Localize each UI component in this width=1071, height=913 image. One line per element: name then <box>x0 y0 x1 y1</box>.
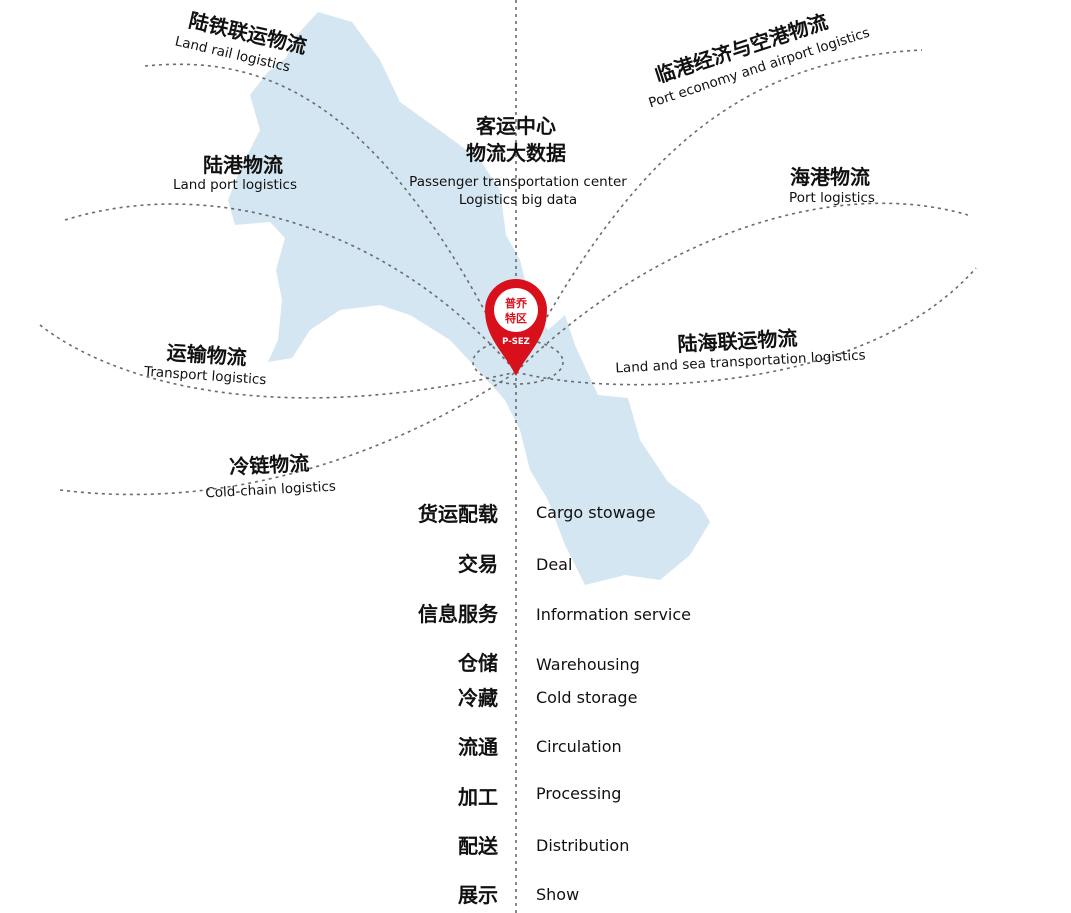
service-en-9: Show <box>536 885 579 904</box>
cold-chain-cn: 冷链物流 <box>229 451 310 479</box>
region-map-shape <box>228 12 710 585</box>
location-pin-icon: 普乔 特区 P-SEZ <box>485 279 547 376</box>
arc-seaport <box>515 202 969 373</box>
pin-label-cn-1: 普乔 <box>505 296 528 310</box>
service-cn-6: 流通 <box>458 735 498 759</box>
arc-transport <box>39 324 517 399</box>
land-port-cn: 陆港物流 <box>203 153 283 177</box>
seaport-en: Port logistics <box>789 190 875 206</box>
services-list: 货运配载 Cargo stowage 交易 Deal 信息服务 Informat… <box>418 502 691 907</box>
service-en-2: Deal <box>536 555 572 574</box>
service-cn-1: 货运配载 <box>418 502 498 526</box>
service-en-3: Information service <box>536 605 691 624</box>
service-cn-9: 展示 <box>458 883 498 907</box>
service-en-4: Warehousing <box>536 655 640 674</box>
center-title-en-1: Passenger transportation center <box>409 174 627 190</box>
arc-land-rail <box>144 63 517 373</box>
service-en-1: Cargo stowage <box>536 503 656 522</box>
service-en-8: Distribution <box>536 836 629 855</box>
transport-cn: 运输物流 <box>166 340 247 370</box>
service-cn-7: 加工 <box>457 785 498 809</box>
arc-land-sea <box>515 267 977 386</box>
service-en-6: Circulation <box>536 737 622 756</box>
arc-airport <box>515 49 923 373</box>
pin-label-cn-2: 特区 <box>505 311 527 325</box>
arc-land-port <box>64 203 517 373</box>
service-cn-3: 信息服务 <box>418 602 499 626</box>
service-cn-8: 配送 <box>458 834 499 858</box>
pin-label-en: P-SEZ <box>502 337 530 347</box>
service-en-7: Processing <box>536 784 621 803</box>
land-port-en: Land port logistics <box>173 177 297 193</box>
arc-cold-chain <box>59 371 517 496</box>
center-title-en-2: Logistics big data <box>459 192 577 208</box>
service-cn-2: 交易 <box>458 552 498 576</box>
service-en-5: Cold storage <box>536 688 637 707</box>
service-cn-5: 冷藏 <box>458 686 498 710</box>
center-title-cn-1: 客运中心 <box>475 114 556 138</box>
service-cn-4: 仓储 <box>457 651 498 675</box>
center-title-cn-2: 物流大数据 <box>466 141 566 165</box>
cold-chain-en: Cold-chain logistics <box>205 479 336 502</box>
seaport-cn: 海港物流 <box>790 165 870 189</box>
transport-en: Transport logistics <box>143 364 267 389</box>
